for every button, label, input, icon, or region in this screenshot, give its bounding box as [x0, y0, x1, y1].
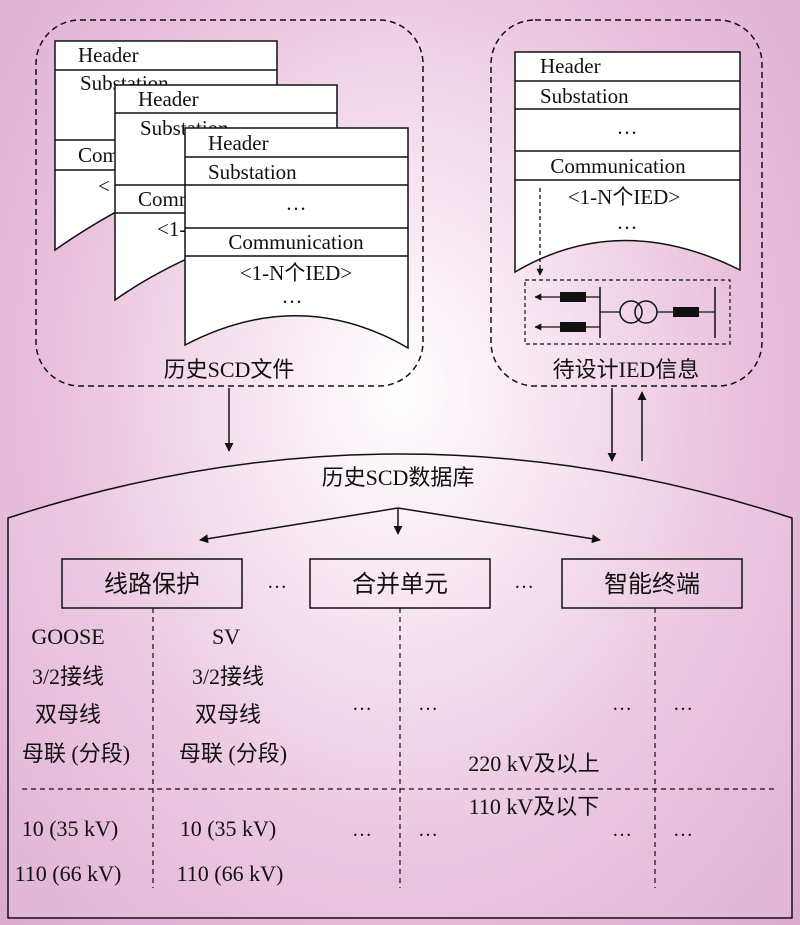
- low-col1-item: 110 (66 kV): [15, 861, 122, 886]
- front-communication-label: Communication: [228, 230, 364, 254]
- circuit-breaker-top-icon: [560, 292, 586, 302]
- design-ied-label: <1-N个IED>: [568, 185, 680, 209]
- category-smart-terminal-box: [561, 558, 743, 609]
- col1-item: 母联 (分段): [22, 741, 130, 766]
- design-header-label: Header: [540, 54, 601, 78]
- col1-item: 双母线: [35, 702, 101, 727]
- voltage-high-label: 220 kV及以上: [468, 751, 599, 776]
- design-dashed-frame: [490, 19, 763, 387]
- category-line-protection: 线路保护: [104, 571, 200, 598]
- front-ellipsis-2: …: [282, 284, 303, 308]
- back-header-label: Header: [78, 43, 139, 67]
- voltage-low-label: 110 kV及以下: [469, 794, 600, 819]
- lower-ellipsis: …: [612, 819, 632, 841]
- category-merging-unit: 合并单元: [352, 571, 448, 598]
- front-ellipsis: …: [286, 191, 307, 215]
- upper-ellipsis: …: [352, 693, 372, 715]
- col2-item: 母联 (分段): [179, 741, 287, 766]
- design-communication-label: Communication: [550, 154, 686, 178]
- category-gap-ellipsis-1: …: [267, 571, 287, 593]
- circuit-breaker-right-icon: [673, 307, 699, 317]
- db-to-smart-terminal-arrow: [397, 507, 601, 544]
- front-substation-label: Substation: [208, 160, 297, 184]
- lower-ellipsis: …: [673, 819, 693, 841]
- svg-text:<: <: [98, 174, 110, 198]
- design-ellipsis-2: …: [617, 210, 638, 234]
- category-smart-terminal: 智能终端: [604, 571, 700, 598]
- scd-doc-front: Header Substation … Communication <1-N个I…: [184, 127, 409, 350]
- mid-header-label: Header: [138, 87, 199, 111]
- lower-ellipsis: …: [352, 819, 372, 841]
- front-header-label: Header: [208, 131, 269, 155]
- lower-ellipsis: …: [418, 819, 438, 841]
- design-substation-label: Substation: [540, 84, 629, 108]
- upper-ellipsis: …: [612, 693, 632, 715]
- design-ellipsis: …: [617, 115, 638, 139]
- low-col2-item: 110 (66 kV): [177, 861, 284, 886]
- database-title: 历史SCD数据库: [322, 465, 475, 490]
- db-to-line-protection-arrow: [199, 507, 399, 544]
- transformer-icon: [619, 300, 643, 324]
- circuit-breaker-bottom-icon: [560, 322, 586, 332]
- category-line-protection-box: [61, 558, 243, 609]
- upper-ellipsis: …: [673, 693, 693, 715]
- col1-item: 3/2接线: [32, 664, 104, 689]
- col2-item: SV: [212, 624, 240, 649]
- low-col1-item: 10 (35 kV): [22, 816, 119, 841]
- col2-item: 3/2接线: [192, 664, 264, 689]
- scd-database: 历史SCD数据库 线路保护 合并单元 智能终端 … … GOOSE 3/2接线 …: [7, 453, 793, 919]
- design-ied-group: Header Substation … Communication <1-N个I…: [490, 19, 763, 387]
- col2-item: 双母线: [195, 702, 261, 727]
- design-scd-doc: Header Substation … Communication <1-N个I…: [514, 51, 741, 274]
- history-dashed-frame: [35, 19, 424, 387]
- col1-item: GOOSE: [31, 624, 104, 649]
- mid-ied-label: <1-: [157, 217, 186, 241]
- front-ied-label: <1-N个IED>: [240, 261, 352, 285]
- design-ied-caption: 待设计IED信息: [553, 357, 700, 382]
- ied-circuit-box: [524, 279, 731, 345]
- upper-ellipsis: …: [418, 693, 438, 715]
- history-scd-group: Header Substation Comm < Header Substati…: [35, 19, 424, 387]
- category-gap-ellipsis-2: …: [514, 571, 534, 593]
- database-outline: [7, 453, 793, 919]
- low-col2-item: 10 (35 kV): [180, 816, 277, 841]
- history-scd-caption: 历史SCD文件: [164, 357, 295, 382]
